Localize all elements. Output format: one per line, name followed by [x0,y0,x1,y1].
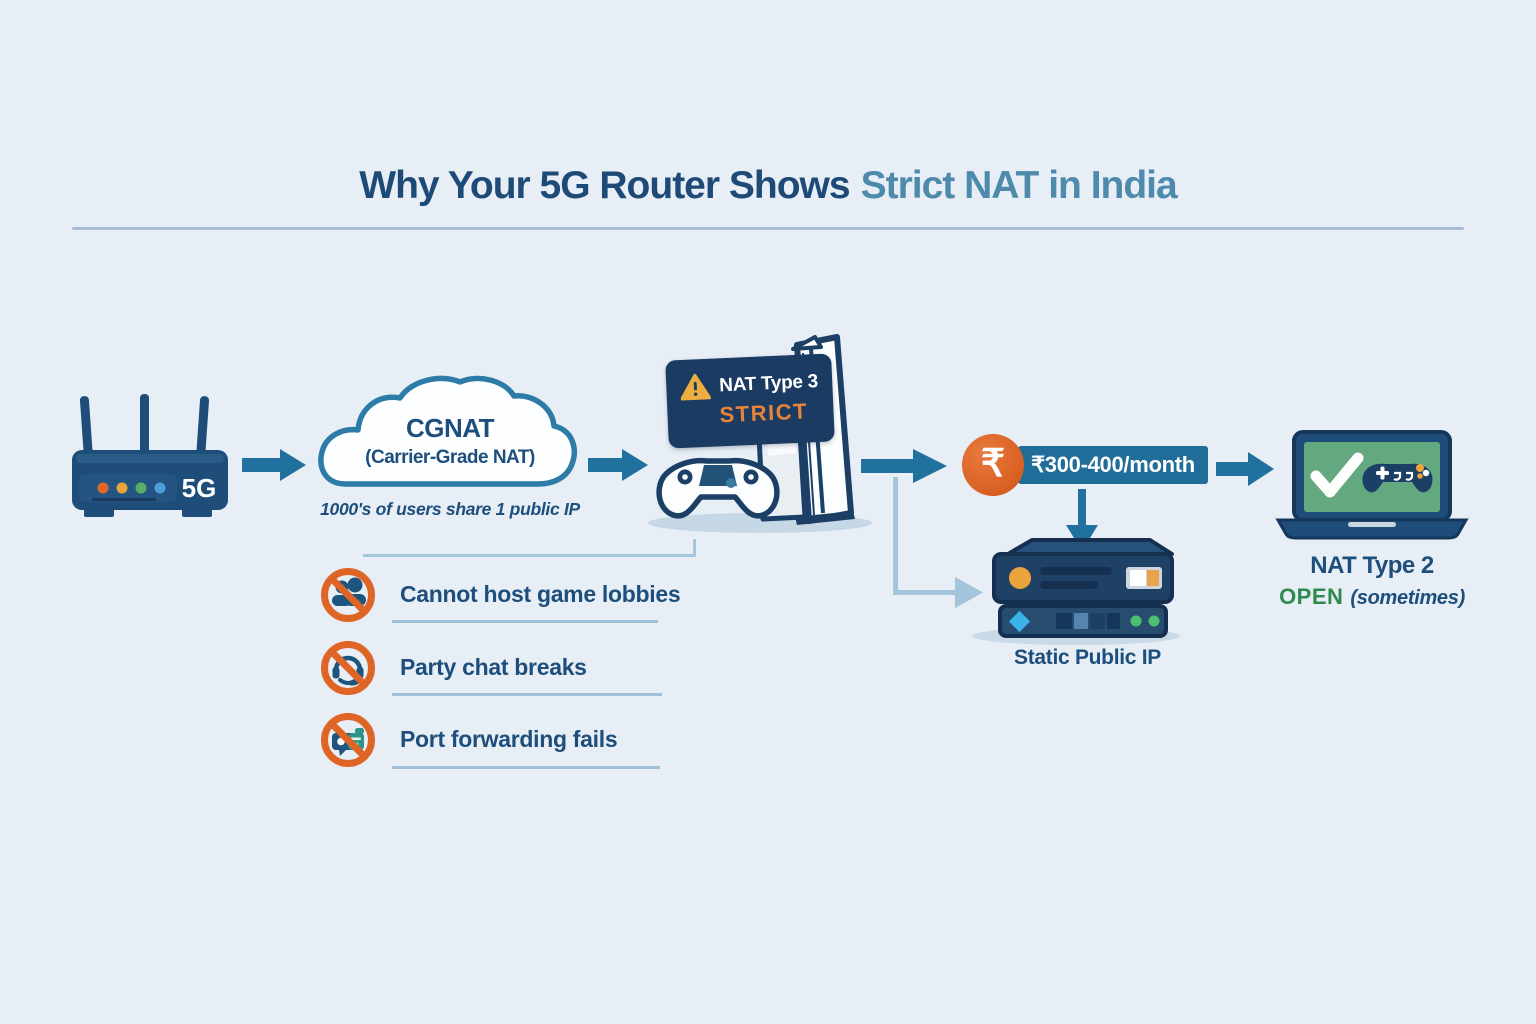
nat-type-2-label: NAT Type 2 [1310,552,1434,579]
problem-underline [392,620,658,623]
rupee-coin-icon: ₹ [962,434,1024,496]
router-antennas-icon [79,394,210,459]
problem-label: Port forwarding fails [400,726,618,752]
price-badge: ₹300-400/month [1018,446,1208,484]
cgnat-name: CGNAT [405,413,495,443]
problem-underline [392,766,660,769]
flow-arrow-price-to-laptop [1216,452,1274,486]
nat-type-3-label: NAT Type 3 [718,370,819,396]
router-5g-label: 5G [182,473,217,503]
warning-triangle-icon [680,373,711,401]
server-icon [972,538,1180,645]
open-status-line: OPEN (sometimes) [1262,584,1482,610]
stick-glyphs [1393,471,1402,481]
controller-glyph-icon [1362,463,1433,493]
cgnat-subtitle: (Carrier-Grade NAT) [365,447,535,468]
page-title-accent: Strict NAT in India [860,164,1178,207]
branch-arrow-to-server [893,477,983,608]
strict-label: STRICT [719,398,809,428]
open-label: OPEN [1279,584,1344,609]
flow-arrow-router-to-cgnat [242,449,306,481]
no-group-icon [321,568,375,622]
checkmark-icon [1310,452,1364,498]
no-headset-icon [321,641,375,695]
cgnat-caption: 1000's of users share 1 public IP [320,499,580,519]
router-5g-icon: 5G [72,394,228,517]
game-controller-icon [656,457,780,519]
nat-warning-sign: NAT Type 3 STRICT [665,353,835,449]
console-to-problems-line-vertical [693,539,696,557]
page-title-main: Why Your 5G Router Shows [359,164,850,207]
problem-label: Cannot host game lobbies [400,581,681,607]
flow-arrow-console-to-price [861,449,947,483]
problem-label: Party chat breaks [400,654,587,680]
router-led-lights-icon [97,482,166,494]
laptop-icon [1275,430,1469,540]
cgnat-cloud-icon [318,375,577,487]
title-divider [72,227,1464,230]
server-label: Static Public IP [1014,646,1161,669]
console-to-problems-line [363,554,696,557]
flow-arrow-cgnat-to-console [588,449,648,481]
problem-underline [392,693,662,696]
no-port-icon [321,713,375,767]
sometimes-label: (sometimes) [1350,587,1465,609]
